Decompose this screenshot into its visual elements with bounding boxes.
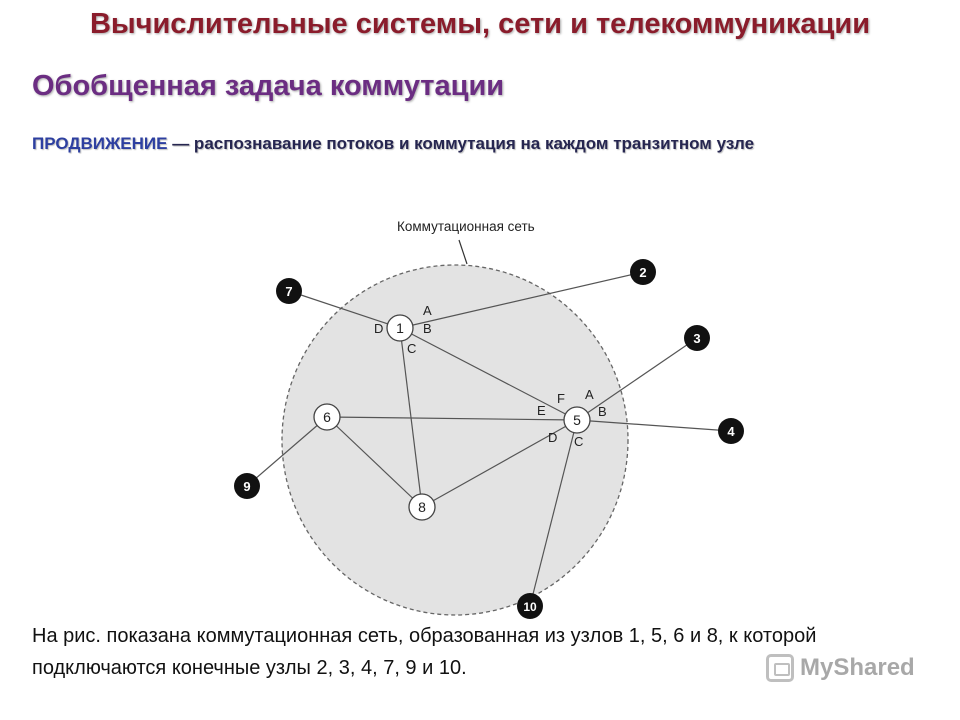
network-label: Коммутационная сеть	[397, 219, 535, 234]
node-5-port-c: C	[574, 434, 583, 449]
node-5-port-e: E	[537, 403, 546, 418]
node-5-port-d: D	[548, 430, 557, 445]
watermark-text: MyShared	[800, 654, 915, 681]
node-8-label: 8	[418, 499, 426, 515]
node-5-port-b: B	[598, 404, 607, 419]
node-1-label: 1	[396, 320, 404, 336]
node-1: 1	[386, 314, 414, 342]
watermark: MyShared	[766, 654, 915, 682]
node-4-label: 4	[727, 424, 735, 439]
node-8: 8	[408, 493, 436, 521]
link-1-2	[399, 271, 644, 329]
links	[246, 271, 732, 607]
node-5: 5	[563, 406, 591, 434]
node-5-label: 5	[573, 412, 581, 428]
link-5-3	[576, 337, 698, 421]
link-1-5	[399, 327, 578, 421]
definition-body: — распознавание потоков и коммутация на …	[167, 134, 755, 153]
link-6-9	[246, 416, 328, 487]
node-2-label: 2	[639, 265, 646, 280]
definition-text: ПРОДВИЖЕНИЕ — распознавание потоков и ко…	[32, 130, 902, 158]
network-cloud	[281, 264, 629, 616]
link-6-8	[326, 416, 423, 508]
node-1-ports: A B C D	[374, 303, 432, 356]
node-9: 9	[234, 473, 260, 499]
node-7-label: 7	[285, 284, 292, 299]
node-9-label: 9	[243, 479, 250, 494]
node-1-port-a: A	[423, 303, 432, 318]
node-5-port-f: F	[557, 391, 565, 406]
node-10: 10	[517, 593, 543, 619]
node-6: 6	[313, 403, 341, 431]
link-5-10	[529, 419, 578, 607]
node-4: 4	[718, 418, 744, 444]
node-1-port-c: C	[407, 341, 416, 356]
node-3-label: 3	[693, 331, 700, 346]
node-2: 2	[630, 259, 656, 285]
slide-caption: На рис. показана коммутационная сеть, об…	[32, 625, 817, 679]
definition-term: ПРОДВИЖЕНИЕ	[32, 134, 168, 153]
link-6-5	[326, 416, 578, 421]
node-7: 7	[276, 278, 302, 304]
node-5-ports: A B C D E F	[537, 387, 607, 449]
link-8-5	[421, 419, 578, 508]
link-5-4	[576, 419, 732, 432]
network-label-pointer	[458, 239, 468, 265]
watermark-logo-icon	[766, 654, 794, 682]
slide-header: Вычислительные системы, сети и телекомму…	[89, 8, 871, 40]
slide-subtitle: Обобщенная задача коммутации	[32, 70, 505, 102]
node-6-label: 6	[323, 409, 331, 425]
link-7-1	[288, 290, 401, 329]
node-5-port-a: A	[585, 387, 594, 402]
node-3: 3	[684, 325, 710, 351]
node-10-label: 10	[523, 600, 537, 614]
node-1-port-b: B	[423, 321, 432, 336]
node-1-port-d: D	[374, 321, 383, 336]
